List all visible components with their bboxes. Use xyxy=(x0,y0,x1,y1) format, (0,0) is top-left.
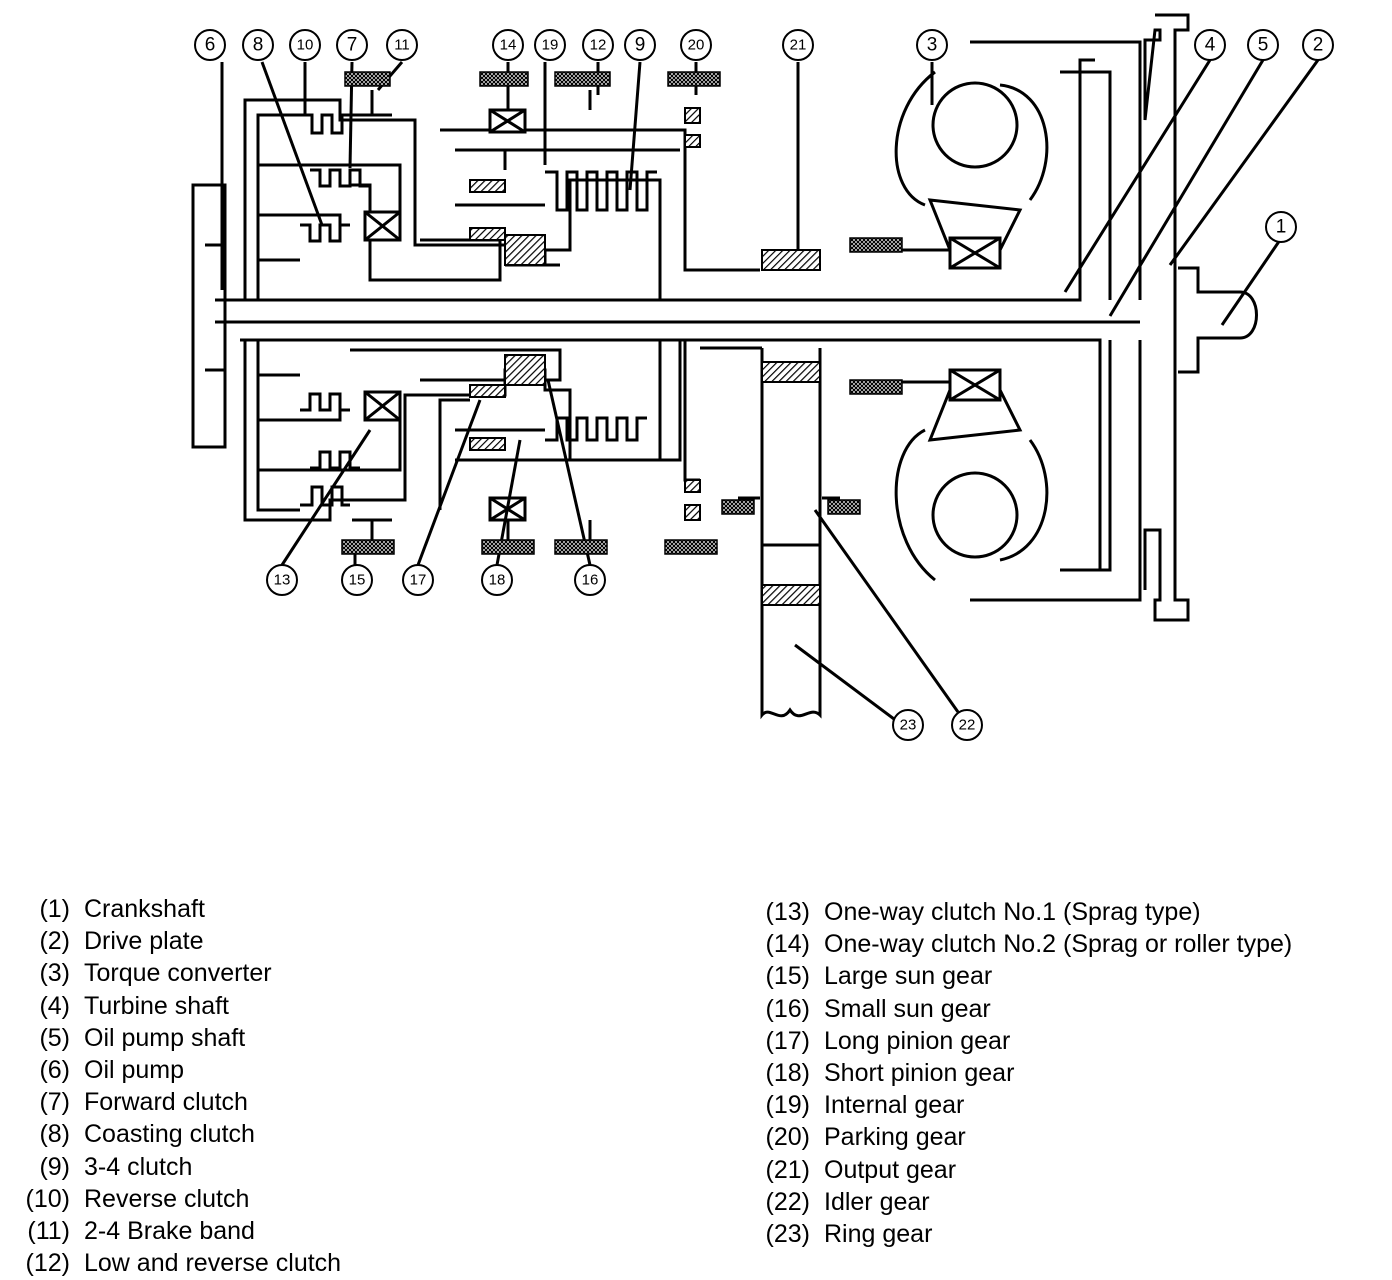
callout-label-3: 3 xyxy=(927,35,938,56)
legend-item: (19)Internal gear xyxy=(765,1091,965,1120)
callout-label-16: 16 xyxy=(582,572,599,589)
callout-label-2: 2 xyxy=(1313,35,1324,56)
crankshaft xyxy=(1178,266,1258,374)
legend-item: (8)Coasting clutch xyxy=(39,1120,255,1149)
legend-item: (3)Torque converter xyxy=(39,959,272,988)
callout-label-5: 5 xyxy=(1258,35,1269,56)
legend-item: (9)3-4 clutch xyxy=(39,1152,193,1181)
legend-item: (11)2-4 Brake band xyxy=(27,1217,255,1246)
legend-item: (1)Crankshaft xyxy=(39,895,205,923)
legend-right: (13)One-way clutch No.1 (Sprag type) (14… xyxy=(758,896,1293,1250)
legend-item: (4)Turbine shaft xyxy=(39,991,229,1020)
legend-item: (16)Small sun gear xyxy=(765,994,991,1023)
callout-label-8: 8 xyxy=(253,35,264,56)
parking-gear xyxy=(684,107,701,124)
legend-item: (12)Low and reverse clutch xyxy=(25,1249,342,1278)
callout-label-14: 14 xyxy=(500,37,517,54)
callout-label-7: 7 xyxy=(347,35,358,56)
legend-item: (2)Drive plate xyxy=(39,927,204,956)
legend-item: (14)One-way clutch No.2 (Sprag or roller… xyxy=(765,930,1293,959)
callout-17 xyxy=(402,564,434,596)
callout-label-9: 9 xyxy=(635,35,646,56)
legend-item: (6)Oil pump xyxy=(39,1056,185,1085)
legend-item: (10)Reverse clutch xyxy=(25,1184,250,1213)
callout-label-23: 23 xyxy=(900,717,917,734)
callout-13 xyxy=(266,564,298,596)
legend-item: (15)Large sun gear xyxy=(765,962,993,991)
callout-21 xyxy=(782,29,814,61)
callout-2 xyxy=(1302,29,1334,61)
callout-23 xyxy=(892,709,924,741)
callout-14 xyxy=(492,29,524,61)
callout-label-4: 4 xyxy=(1205,35,1216,56)
callout-label-1: 1 xyxy=(1276,217,1287,238)
callout-10 xyxy=(289,29,321,61)
legend-item: (7)Forward clutch xyxy=(39,1088,248,1117)
callout-label-17: 17 xyxy=(410,572,427,589)
callout-label-20: 20 xyxy=(688,37,705,54)
callout-3 xyxy=(916,29,948,61)
legend-item: (18)Short pinion gear xyxy=(765,1059,1015,1088)
transmission-schematic: 1 2 3 4 5 6 7 8 9 10 11 12 13 14 15 16 1… xyxy=(191,13,1334,741)
callout-label-10: 10 xyxy=(297,37,314,54)
callout-label-15: 15 xyxy=(349,572,366,589)
legend-left: (1)Crankshaft (2)Drive plate (3)Torque c… xyxy=(18,893,342,1279)
callout-1 xyxy=(1265,211,1297,243)
callout-label-19: 19 xyxy=(542,37,559,54)
drive-plate xyxy=(1143,13,1190,622)
callout-7 xyxy=(336,29,368,61)
callout-label-12: 12 xyxy=(590,37,607,54)
ring-gear xyxy=(760,348,822,720)
legend-item: (20)Parking gear xyxy=(765,1123,966,1152)
callout-label-6: 6 xyxy=(205,35,216,56)
callout-label-22: 22 xyxy=(959,717,976,734)
callout-16 xyxy=(574,564,606,596)
callout-19 xyxy=(534,29,566,61)
callout-label-13: 13 xyxy=(274,572,291,589)
callout-15 xyxy=(341,564,373,596)
callout-22 xyxy=(951,709,983,741)
callout-6 xyxy=(194,29,226,61)
callout-5 xyxy=(1247,29,1279,61)
callout-20 xyxy=(680,29,712,61)
oil-pump xyxy=(191,183,227,449)
output-gear xyxy=(761,249,821,271)
legend-item: (22)Idler gear xyxy=(765,1187,930,1216)
callout-label-11: 11 xyxy=(394,37,410,54)
callout-9 xyxy=(624,29,656,61)
legend-item: (17)Long pinion gear xyxy=(765,1026,1011,1055)
legend-item: (23)Ring gear xyxy=(765,1220,933,1249)
callout-18 xyxy=(481,564,513,596)
legend-item: (21)Output gear xyxy=(765,1155,957,1184)
callout-8 xyxy=(242,29,274,61)
callout-4 xyxy=(1194,29,1226,61)
oil-pump-shaft xyxy=(240,338,1102,570)
clutch-assembly-lower xyxy=(243,340,700,522)
callout-11 xyxy=(386,29,418,61)
turbine-shaft xyxy=(215,58,1140,324)
callout-label-18: 18 xyxy=(489,572,506,589)
callout-12 xyxy=(582,29,614,61)
legend-item: (13)One-way clutch No.1 (Sprag type) xyxy=(765,898,1201,926)
legend-item: (5)Oil pump shaft xyxy=(39,1023,246,1052)
torque-converter xyxy=(870,40,1142,602)
callout-label-21: 21 xyxy=(790,37,807,54)
